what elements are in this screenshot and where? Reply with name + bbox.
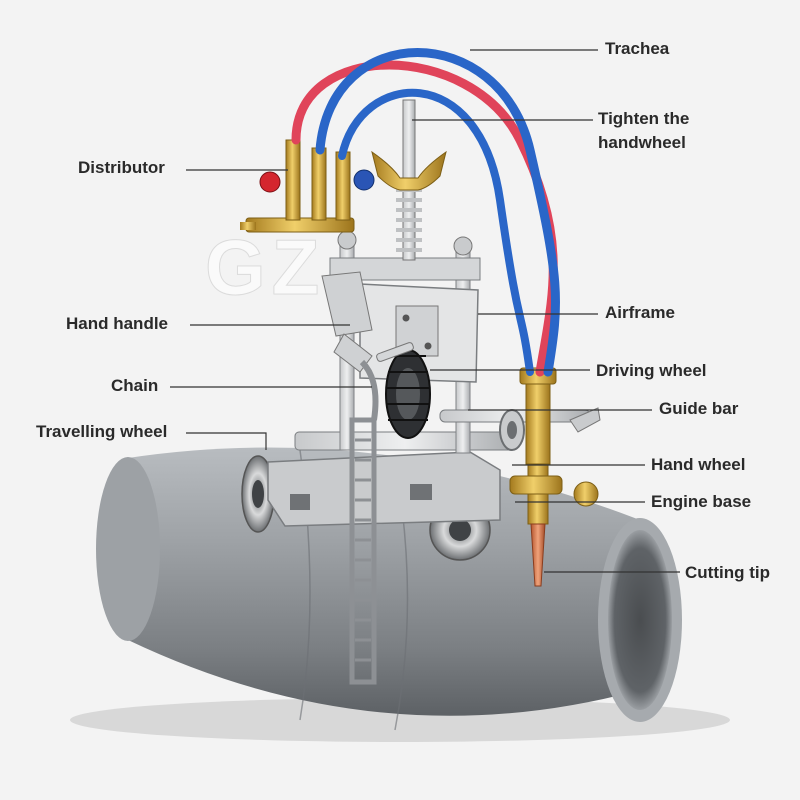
chain [349,359,379,685]
hand-wheel [499,407,601,451]
label-tighten-line2: handwheel [598,133,686,152]
label-cutting-tip: Cutting tip [685,563,770,582]
label-driving-wheel: Driving wheel [596,361,707,380]
label-travelling-wheel: Travelling wheel [36,422,168,441]
driving-wheel-gear [385,349,431,439]
leader-lines [170,49,680,573]
cutting-torch [509,367,599,587]
leader-travelling-wheel [186,432,267,450]
label-guide-bar: Guide bar [659,399,739,418]
distributor-manifold [240,139,375,233]
engine-base-body [267,431,516,527]
label-tighten-line1: Tighten the [598,109,690,128]
tighten-handwheel-assembly [371,99,447,261]
watermark-text: GZ [204,223,326,312]
label-hand-wheel: Hand wheel [651,455,746,474]
trachea-hoses [291,48,560,377]
label-airframe: Airframe [605,303,675,322]
label-distributor: Distributor [78,158,165,177]
pipe-shadow [70,698,730,742]
label-chain: Chain [111,376,159,395]
label-hand-handle: Hand handle [66,314,169,333]
label-engine-base: Engine base [651,492,752,511]
label-trachea: Trachea [605,39,670,58]
